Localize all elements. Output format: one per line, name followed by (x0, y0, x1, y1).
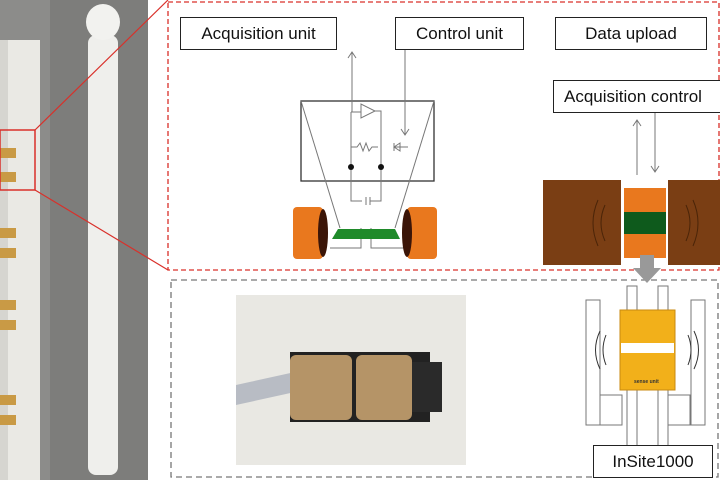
zoom-highlight-box (0, 129, 36, 191)
electrode-wheels (293, 207, 437, 259)
prototype-panel (170, 279, 719, 478)
control-unit-label: Control unit (395, 17, 524, 50)
insite-diagram (585, 285, 706, 462)
circuit-panel (167, 1, 720, 271)
sense-unit-label: sense unit (634, 379, 659, 385)
circuit-board (332, 229, 400, 239)
acquisition-control-label: Acquisition control (553, 80, 720, 113)
sensor-rod-photo (0, 0, 169, 480)
soil-section (543, 112, 720, 283)
circuit-diagram (300, 50, 435, 249)
insite1000-label: InSite1000 (593, 445, 713, 478)
data-upload-label: Data upload (555, 17, 707, 50)
acquisition-unit-label: Acquisition unit (180, 17, 337, 50)
sensor-prototype-photo (236, 295, 466, 465)
